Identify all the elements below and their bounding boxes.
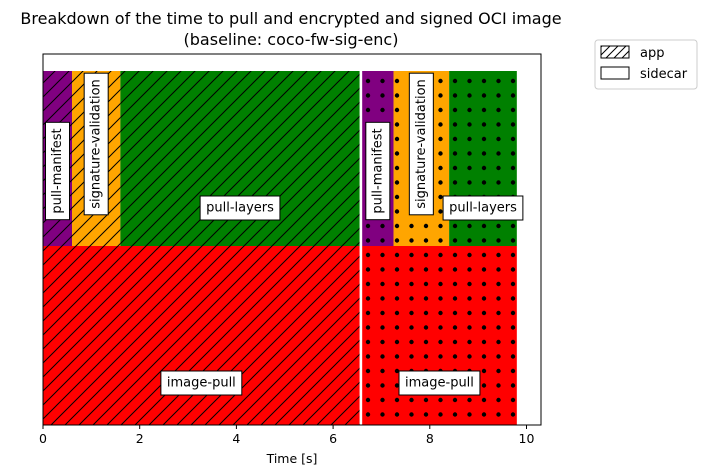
segment-label-app-pull-layers-box: [199, 195, 281, 221]
x-tick-label-4: 4: [232, 431, 240, 446]
group-gap: [359, 71, 363, 425]
segment-label-app-pull-layers-text: pull-layers: [206, 201, 274, 216]
segment-label-sidecar-pull-layers: pull-layers: [442, 195, 524, 221]
chart-title: Breakdown of the time to pull and encryp…: [20, 9, 561, 28]
segment-label-sidecar-image-pull-text: image-pull: [405, 376, 474, 391]
segment-label-app-image-pull-box: [160, 370, 243, 396]
segment-label-sidecar-image-pull-box: [398, 370, 481, 396]
segment-label-app-pull-manifest-box: [45, 121, 71, 221]
legend-swatch-app: [600, 45, 630, 59]
x-axis-ticks: 0 2 4 6 8 10: [39, 425, 534, 446]
x-tick-label-2: 2: [136, 431, 144, 446]
segment-label-app-signature-validation-box: [83, 72, 109, 216]
segment-label-sidecar-signature-validation-text: signature-validation: [414, 79, 429, 209]
segment-label-app-image-pull: image-pull: [160, 370, 243, 396]
segment-label-app-image-pull-text: image-pull: [167, 376, 236, 391]
legend-label-app: app: [640, 46, 664, 61]
segment-label-app-pull-manifest-text: pull-manifest: [50, 128, 65, 213]
segment-label-app-signature-validation-text: signature-validation: [89, 79, 104, 209]
chart-subtitle: (baseline: coco-fw-sig-enc): [184, 30, 399, 49]
segment-label-app-pull-layers: pull-layers: [199, 195, 281, 221]
x-axis-label: Time [s]: [266, 451, 318, 466]
segment-label-app-pull-manifest: pull-manifest: [45, 121, 71, 221]
segment-label-sidecar-pull-layers-text: pull-layers: [449, 201, 517, 216]
segment-label-sidecar-pull-layers-box: [442, 195, 524, 221]
segment-label-sidecar-signature-validation-box: [408, 72, 434, 216]
x-tick-label-6: 6: [329, 431, 337, 446]
segment-labels: pull-manifest signature-validation pull-la…: [45, 72, 524, 396]
x-tick-label-0: 0: [39, 431, 47, 446]
segment-label-app-signature-validation: signature-validation: [83, 72, 109, 216]
legend-swatch-sidecar: [600, 66, 630, 80]
segment-label-sidecar-pull-manifest-box: [365, 121, 391, 221]
segment-label-sidecar-signature-validation: signature-validation: [408, 72, 434, 216]
bar-0-1-0-pattern: [43, 246, 360, 425]
segment-label-sidecar-pull-manifest: pull-manifest: [365, 121, 391, 221]
x-tick-label-8: 8: [426, 431, 434, 446]
segment-label-sidecar-pull-manifest-text: pull-manifest: [370, 128, 385, 213]
legend-label-sidecar: sidecar: [640, 67, 688, 82]
legend: app sidecar: [594, 39, 698, 90]
segment-label-sidecar-image-pull: image-pull: [398, 370, 481, 396]
plot-frame: [42, 53, 542, 426]
x-tick-label-10: 10: [519, 431, 535, 446]
bar-1-1-0-pattern: [362, 246, 517, 425]
